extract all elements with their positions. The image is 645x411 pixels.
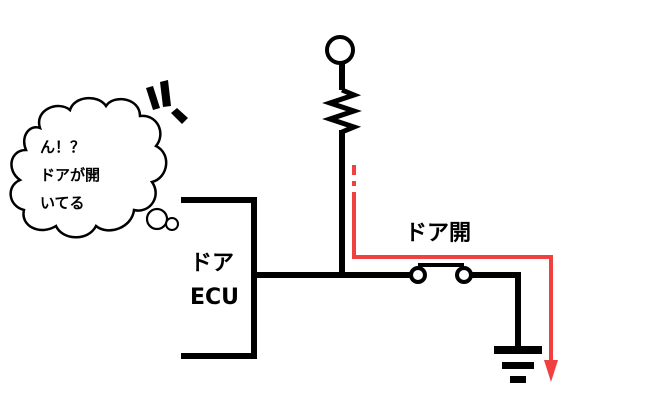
thought-bubble: ん！？ ドアが開 いてる	[9, 97, 179, 239]
cloud-shape	[9, 97, 168, 239]
resistor-icon	[322, 78, 362, 142]
current-arrow-icon	[544, 360, 558, 382]
ecu-box	[181, 197, 257, 359]
bubble-text-line1: ん！？	[40, 138, 85, 156]
switch-icon	[409, 263, 473, 284]
bubble-text-line3: いてる	[40, 194, 85, 212]
current-path	[352, 165, 553, 362]
wire-switch-to-ground	[469, 272, 521, 349]
ground-icon	[494, 346, 542, 383]
thought-dot-small	[165, 217, 179, 231]
current-line	[352, 192, 553, 362]
switch-label: ドア開	[405, 221, 471, 246]
exclamation-burst-icon	[146, 80, 188, 124]
ecu-label-line2: ECU	[190, 285, 239, 310]
power-terminal-icon	[325, 35, 355, 65]
ecu-label-line1: ドア	[190, 251, 234, 276]
thought-dot-large	[145, 207, 169, 231]
wires	[251, 61, 521, 349]
bubble-text-line2: ドアが開	[40, 166, 100, 184]
